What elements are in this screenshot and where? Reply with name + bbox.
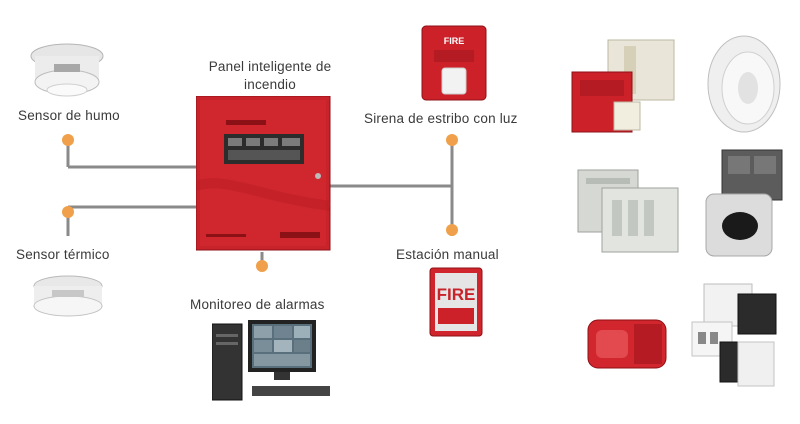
round-detector-image bbox=[707, 35, 781, 133]
motion-sensor-image bbox=[705, 149, 783, 257]
siren-node bbox=[446, 134, 458, 146]
alarm-monitoring-label: Monitoreo de alarmas bbox=[190, 297, 325, 312]
thermal-sensor-label: Sensor térmico bbox=[16, 247, 110, 262]
monitoring-node bbox=[256, 260, 268, 272]
manual-station-node bbox=[446, 224, 458, 236]
smoke-sensor-node bbox=[62, 134, 74, 146]
switch-plates-image bbox=[691, 283, 777, 387]
thermal-sensor-node bbox=[62, 206, 74, 218]
panel-label: Panel inteligente de incendio bbox=[190, 58, 350, 94]
fire-panel-image bbox=[196, 96, 331, 251]
manual-station-image: FIRE bbox=[429, 267, 483, 337]
siren-label: Sirena de estribo con luz bbox=[364, 111, 518, 126]
strobe-siren-image: FIRE bbox=[421, 25, 487, 101]
panel-label-line2: incendio bbox=[244, 77, 296, 92]
smoke-sensor-label: Sensor de humo bbox=[18, 108, 120, 123]
manual-station-label: Estación manual bbox=[396, 247, 499, 262]
module-boards-image bbox=[577, 169, 679, 253]
thermal-sensor-image bbox=[33, 275, 103, 317]
red-beacon-image bbox=[587, 319, 667, 369]
computer-monitor-image bbox=[212, 320, 330, 401]
smoke-detector-image bbox=[30, 43, 104, 97]
red-pull-station-image bbox=[571, 39, 675, 133]
manual-station-fire-text: FIRE bbox=[437, 285, 476, 304]
panel-label-line1: Panel inteligente de bbox=[208, 59, 332, 74]
siren-fire-text: FIRE bbox=[444, 36, 465, 46]
